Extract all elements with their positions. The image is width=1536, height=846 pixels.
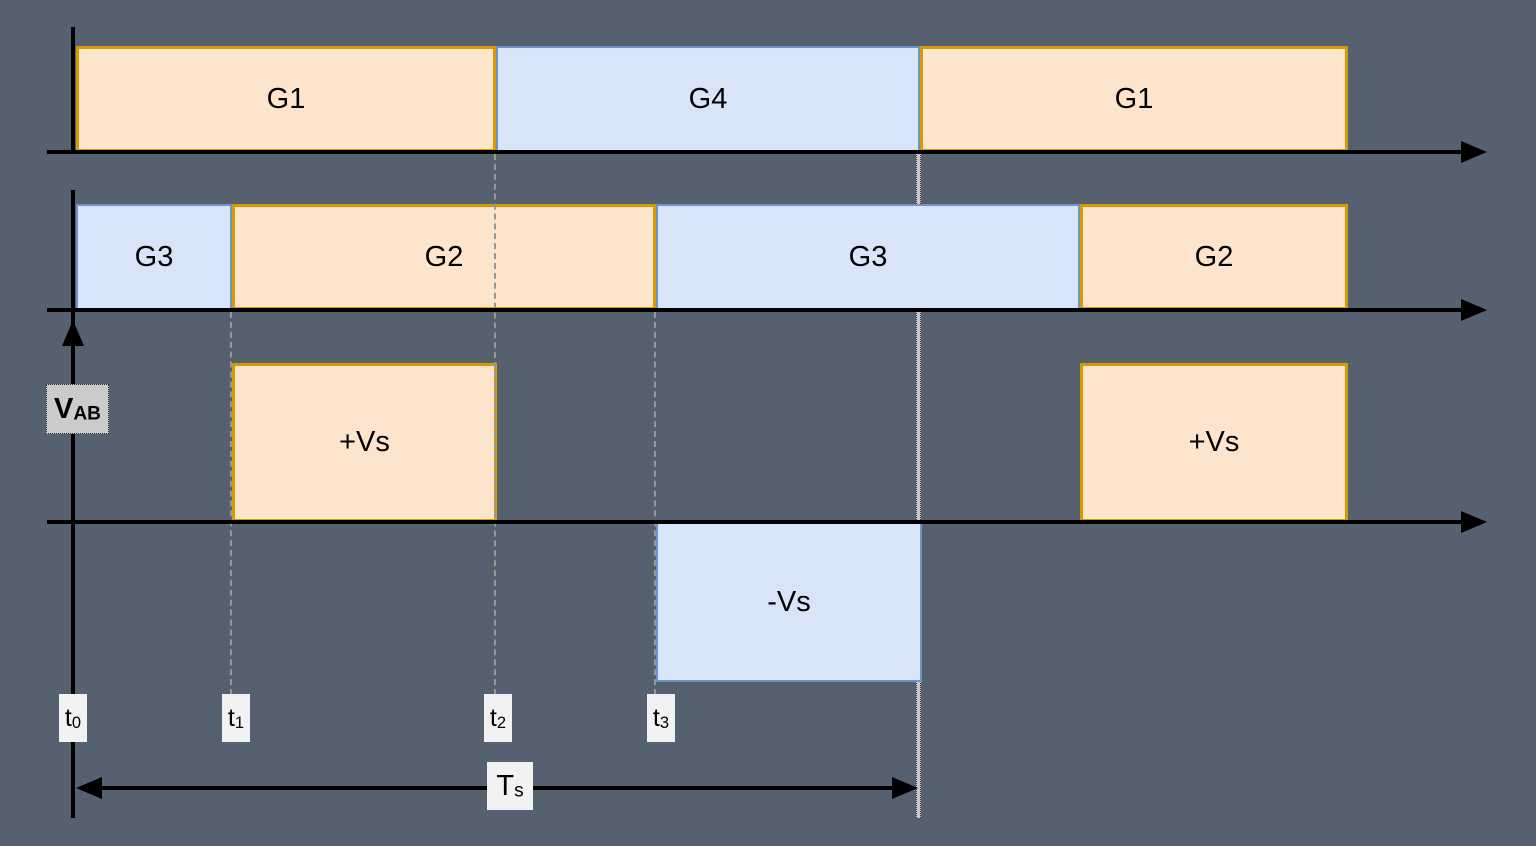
gate-pulse-label: G2: [1194, 240, 1234, 273]
vab-time-axis: [47, 520, 1463, 524]
vab-axis-arrowhead: [1461, 511, 1487, 533]
vab-axis-up-arrowhead: [62, 320, 84, 346]
t0-sub: 0: [71, 713, 82, 732]
t3-main: t: [652, 703, 660, 732]
gate-pulse-label: G3: [134, 240, 174, 273]
vab-pulse-label: -Vs: [767, 585, 811, 618]
row2-time-axis: [47, 308, 1463, 312]
vab-label-main: V: [54, 392, 74, 425]
gate-pulse-g1-second: G1: [920, 46, 1348, 152]
gate-pulse-g2-second: G2: [1080, 204, 1348, 310]
t0-main: t: [64, 703, 72, 732]
vab-pulse-positive-first: +Vs: [232, 363, 497, 522]
gate-pulse-g3-first: G3: [76, 204, 232, 310]
ts-main: T: [496, 769, 515, 802]
vab-pulse-positive-second: +Vs: [1080, 363, 1348, 522]
t1-main: t: [227, 703, 235, 732]
vab-pulse-label: +Vs: [1188, 426, 1240, 458]
ts-sub: s: [514, 780, 524, 802]
gate-pulse-g3-second: G3: [656, 204, 1080, 310]
row1-axis-arrowhead: [1461, 141, 1487, 163]
vab-voltage-axis: [71, 190, 75, 818]
t1-sub: 1: [234, 713, 245, 732]
gate-pulse-g1-first: G1: [76, 46, 496, 152]
vertical-axis-top-segment: [71, 27, 75, 152]
dashed-line-t3: [654, 312, 656, 695]
row1-time-axis: [47, 150, 1463, 154]
t2-sub: 2: [496, 713, 507, 732]
dashed-line-t2: [494, 154, 496, 695]
period-end-line: [916, 152, 921, 818]
gate-pulse-label: G2: [424, 240, 464, 273]
period-arrowhead-right: [892, 777, 918, 799]
gate-pulse-label: G3: [848, 240, 888, 273]
period-arrowhead-left: [76, 777, 102, 799]
dashed-line-t1: [230, 312, 232, 695]
t3-sub: 3: [659, 713, 670, 732]
gate-pulse-g4: G4: [496, 46, 920, 152]
gate-pulse-label: G1: [266, 82, 306, 115]
vab-pulse-negative: -Vs: [656, 522, 922, 682]
gate-pulse-label: G1: [1114, 82, 1154, 115]
gate-pulse-g2-first: G2: [232, 204, 656, 310]
row2-axis-arrowhead: [1461, 299, 1487, 321]
t2-main: t: [489, 703, 497, 732]
gate-pulse-label: G4: [688, 82, 728, 115]
vab-label-sub: AB: [73, 403, 101, 425]
vab-pulse-label: +Vs: [339, 426, 390, 458]
